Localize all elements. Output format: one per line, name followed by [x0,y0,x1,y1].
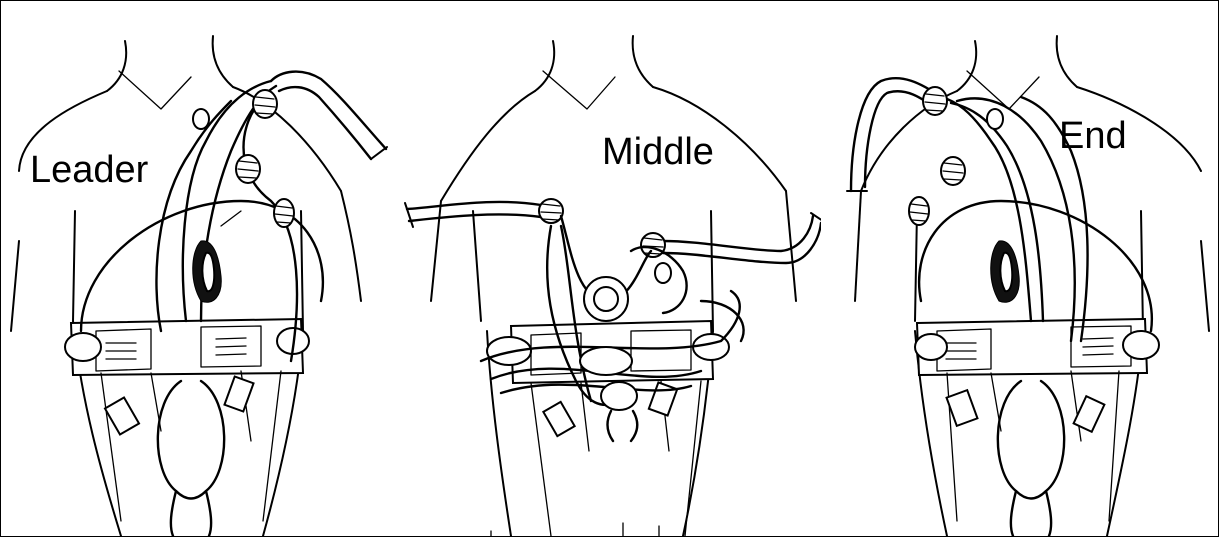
label-leader: Leader [30,151,148,189]
panel-end: End [821,1,1218,536]
label-end: End [1059,117,1127,155]
knot-shoulder [253,90,277,118]
panel-middle: Middle [401,1,821,536]
knot-end-left [909,197,929,225]
knot-end-shoulder [923,87,947,115]
knot-end-chest [941,157,965,185]
label-middle: Middle [602,133,714,171]
knot-right-upper [641,233,665,257]
knot-right [274,199,294,227]
end-figure-illustration [821,1,1218,536]
knot-chest [236,155,260,183]
leader-figure-illustration [1,1,401,536]
middle-figure-illustration [401,1,821,536]
panel-leader: Leader [1,1,401,536]
knot-left [539,199,563,223]
